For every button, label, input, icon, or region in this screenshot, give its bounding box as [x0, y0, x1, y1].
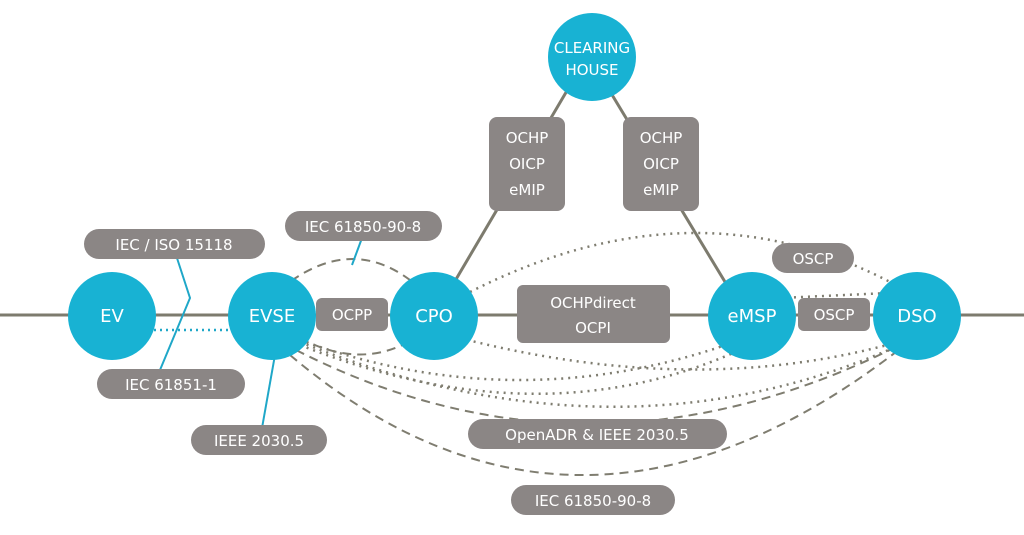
iec-iso-15118-box: IEC / ISO 15118: [84, 229, 265, 259]
node-emsp: eMSP: [708, 272, 796, 360]
dso-label: DSO: [897, 306, 936, 327]
emsp-label: eMSP: [728, 306, 777, 327]
emsp-dso-dotted-line: [779, 290, 911, 300]
oscp-top-box: OSCP: [772, 243, 854, 273]
evse-emsp-dotted-arc: [299, 338, 741, 382]
evse-dso-dotted-arc-2: [299, 343, 741, 395]
oscp-mid-box: OSCP: [798, 298, 870, 331]
cpo-dso-lower-dotted-arc: [459, 336, 906, 371]
ch-emsp-protocol-box: OCHP OICP eMIP: [623, 117, 699, 211]
iec-iso-15118-label: IEC / ISO 15118: [115, 236, 232, 254]
iec-61850-bottom-box: IEC 61850-90-8: [511, 485, 675, 515]
evse-label: EVSE: [249, 306, 296, 327]
iec-61851-box: IEC 61851-1: [97, 369, 245, 399]
iec-61850-bottom-label: IEC 61850-90-8: [535, 492, 651, 510]
openadr-box: OpenADR & IEEE 2030.5: [468, 419, 727, 449]
ch-cpo-protocol-box: OCHP OICP eMIP: [489, 117, 565, 211]
iec-61851-label: IEC 61851-1: [125, 376, 217, 394]
ocpp-box: OCPP: [316, 298, 388, 331]
openadr-label: OpenADR & IEEE 2030.5: [505, 426, 689, 444]
node-dso: DSO: [873, 272, 961, 360]
clearing-house-label-2: HOUSE: [565, 61, 618, 79]
evse-dso-dotted-arc-1: [299, 340, 901, 408]
ev-label: EV: [100, 306, 124, 327]
ieee-2030-5-box: IEEE 2030.5: [191, 425, 327, 455]
cpo-emsp-label-1: OCHPdirect: [550, 294, 636, 312]
node-ev: EV: [68, 272, 156, 360]
node-cpo: CPO: [390, 272, 478, 360]
evse-cpo-dashed-arc: [267, 258, 433, 301]
oscp-mid-label: OSCP: [814, 306, 855, 324]
iec-61850-top-box: IEC 61850-90-8: [285, 211, 442, 241]
iec-iso-15118-callout-line: [159, 254, 192, 371]
evse-dso-dashed-arc-openadr: [295, 344, 901, 425]
node-evse: EVSE: [228, 272, 316, 360]
iec-61850-top-label: IEC 61850-90-8: [305, 218, 421, 236]
ieee-2030-5-label: IEEE 2030.5: [214, 432, 304, 450]
node-clearing-house: CLEARING HOUSE: [548, 13, 636, 101]
ch-emsp-label-3: eMIP: [643, 181, 679, 199]
ch-cpo-label-2: OICP: [509, 155, 545, 173]
ch-emsp-label-2: OICP: [643, 155, 679, 173]
cpo-emsp-protocol-box: OCHPdirect OCPI: [517, 285, 670, 343]
oscp-top-label: OSCP: [793, 250, 834, 268]
ch-cpo-label-1: OCHP: [506, 129, 549, 147]
cpo-label: CPO: [415, 306, 453, 327]
clearing-house-label-1: CLEARING: [554, 39, 630, 57]
evse-cpo-lower-dashed-arc: [299, 337, 413, 356]
cpo-emsp-label-2: OCPI: [575, 319, 611, 337]
iec-61850-callout-line: [351, 237, 363, 266]
ocpp-label: OCPP: [332, 306, 372, 324]
ch-cpo-label-3: eMIP: [509, 181, 545, 199]
ch-emsp-label-1: OCHP: [640, 129, 683, 147]
